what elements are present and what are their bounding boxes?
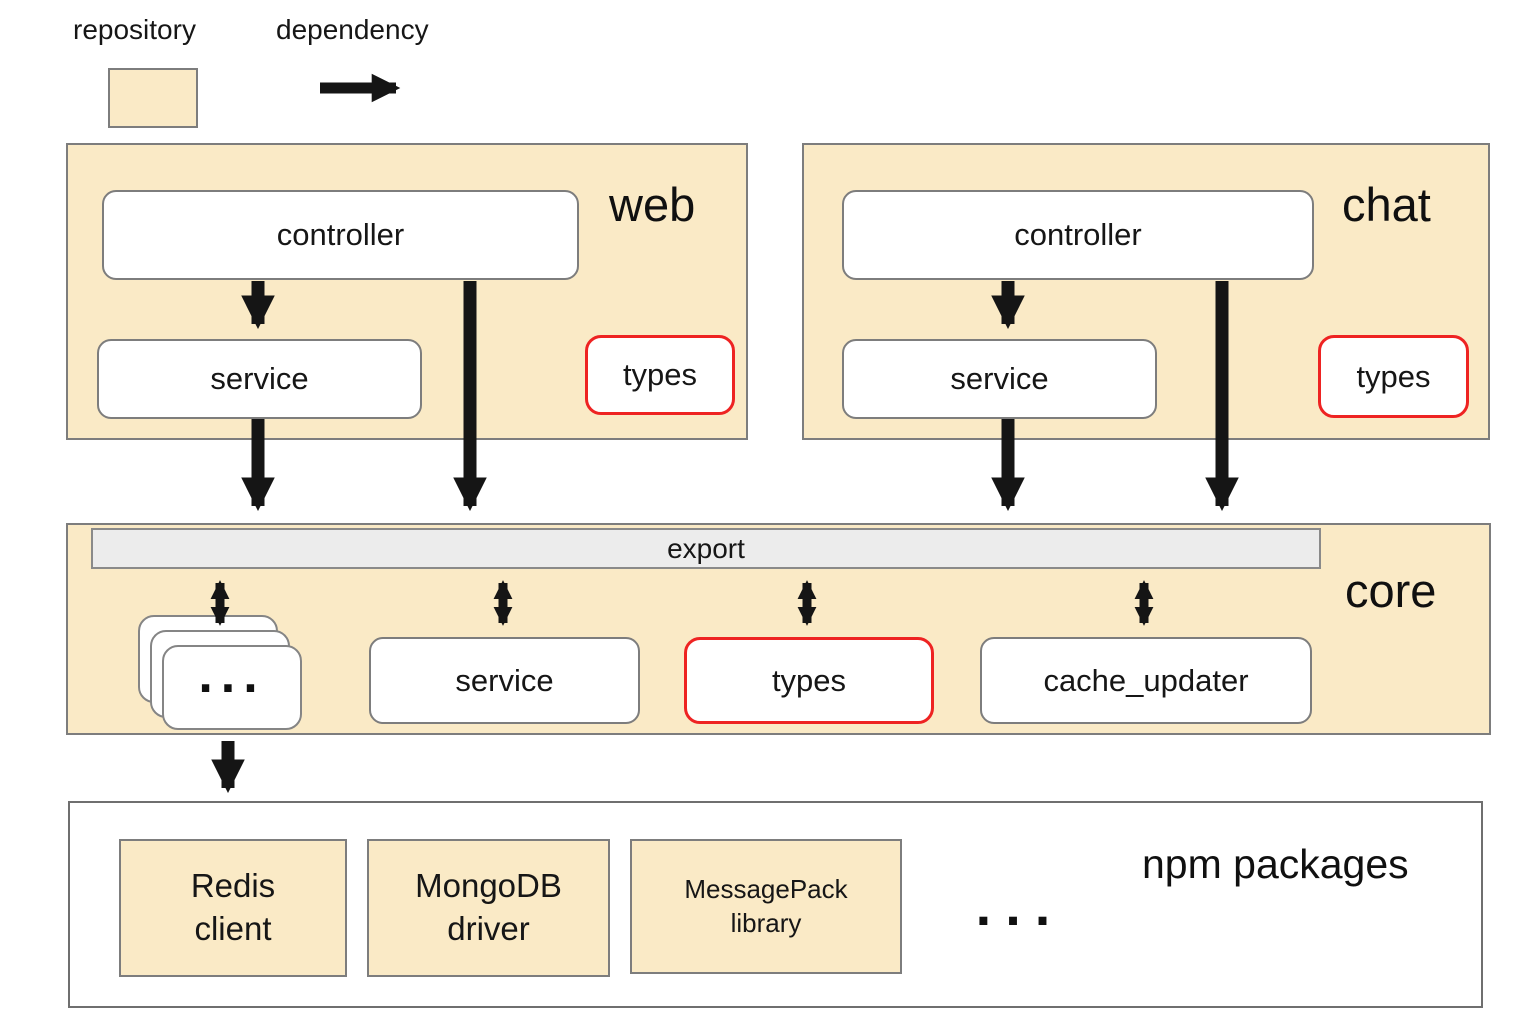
npm-packages-title: npm packages [1142, 841, 1409, 887]
npm-packages-ellipsis: ... [975, 873, 1065, 937]
chat-controller-module: controller [842, 190, 1314, 280]
chat-service-module: service [842, 339, 1157, 419]
npm-package-mongodb: MongoDB driver [367, 839, 610, 977]
npm-package-redis: Redis client [119, 839, 347, 977]
legend-dependency-label: dependency [276, 14, 429, 45]
core-repo-box: export core ... service types cache_upda… [66, 523, 1491, 735]
core-cache-updater-module: cache_updater [980, 637, 1312, 724]
core-repo-title: core [1345, 564, 1437, 617]
legend-repository-label: repository [73, 14, 196, 45]
chat-repo-box: chat controller service types [802, 143, 1490, 440]
legend-repository-swatch [108, 68, 198, 128]
web-controller-module: controller [102, 190, 579, 280]
npm-packages-box: npm packages Redis client MongoDB driver… [68, 801, 1483, 1008]
web-service-module: service [97, 339, 422, 419]
chat-repo-title: chat [1342, 178, 1431, 231]
core-service-module: service [369, 637, 640, 724]
npm-package-messagepack: MessagePack library [630, 839, 902, 974]
core-stack-ellipsis: ... [198, 645, 266, 704]
chat-types-module: types [1318, 335, 1469, 418]
web-types-module: types [585, 335, 735, 415]
core-repository-stack: ... [68, 525, 1489, 733]
core-export-bar: export [91, 528, 1321, 569]
repository-card-front: ... [162, 645, 302, 730]
core-types-module: types [684, 637, 934, 724]
web-repo-box: web controller service types [66, 143, 748, 440]
web-repo-title: web [609, 178, 696, 231]
